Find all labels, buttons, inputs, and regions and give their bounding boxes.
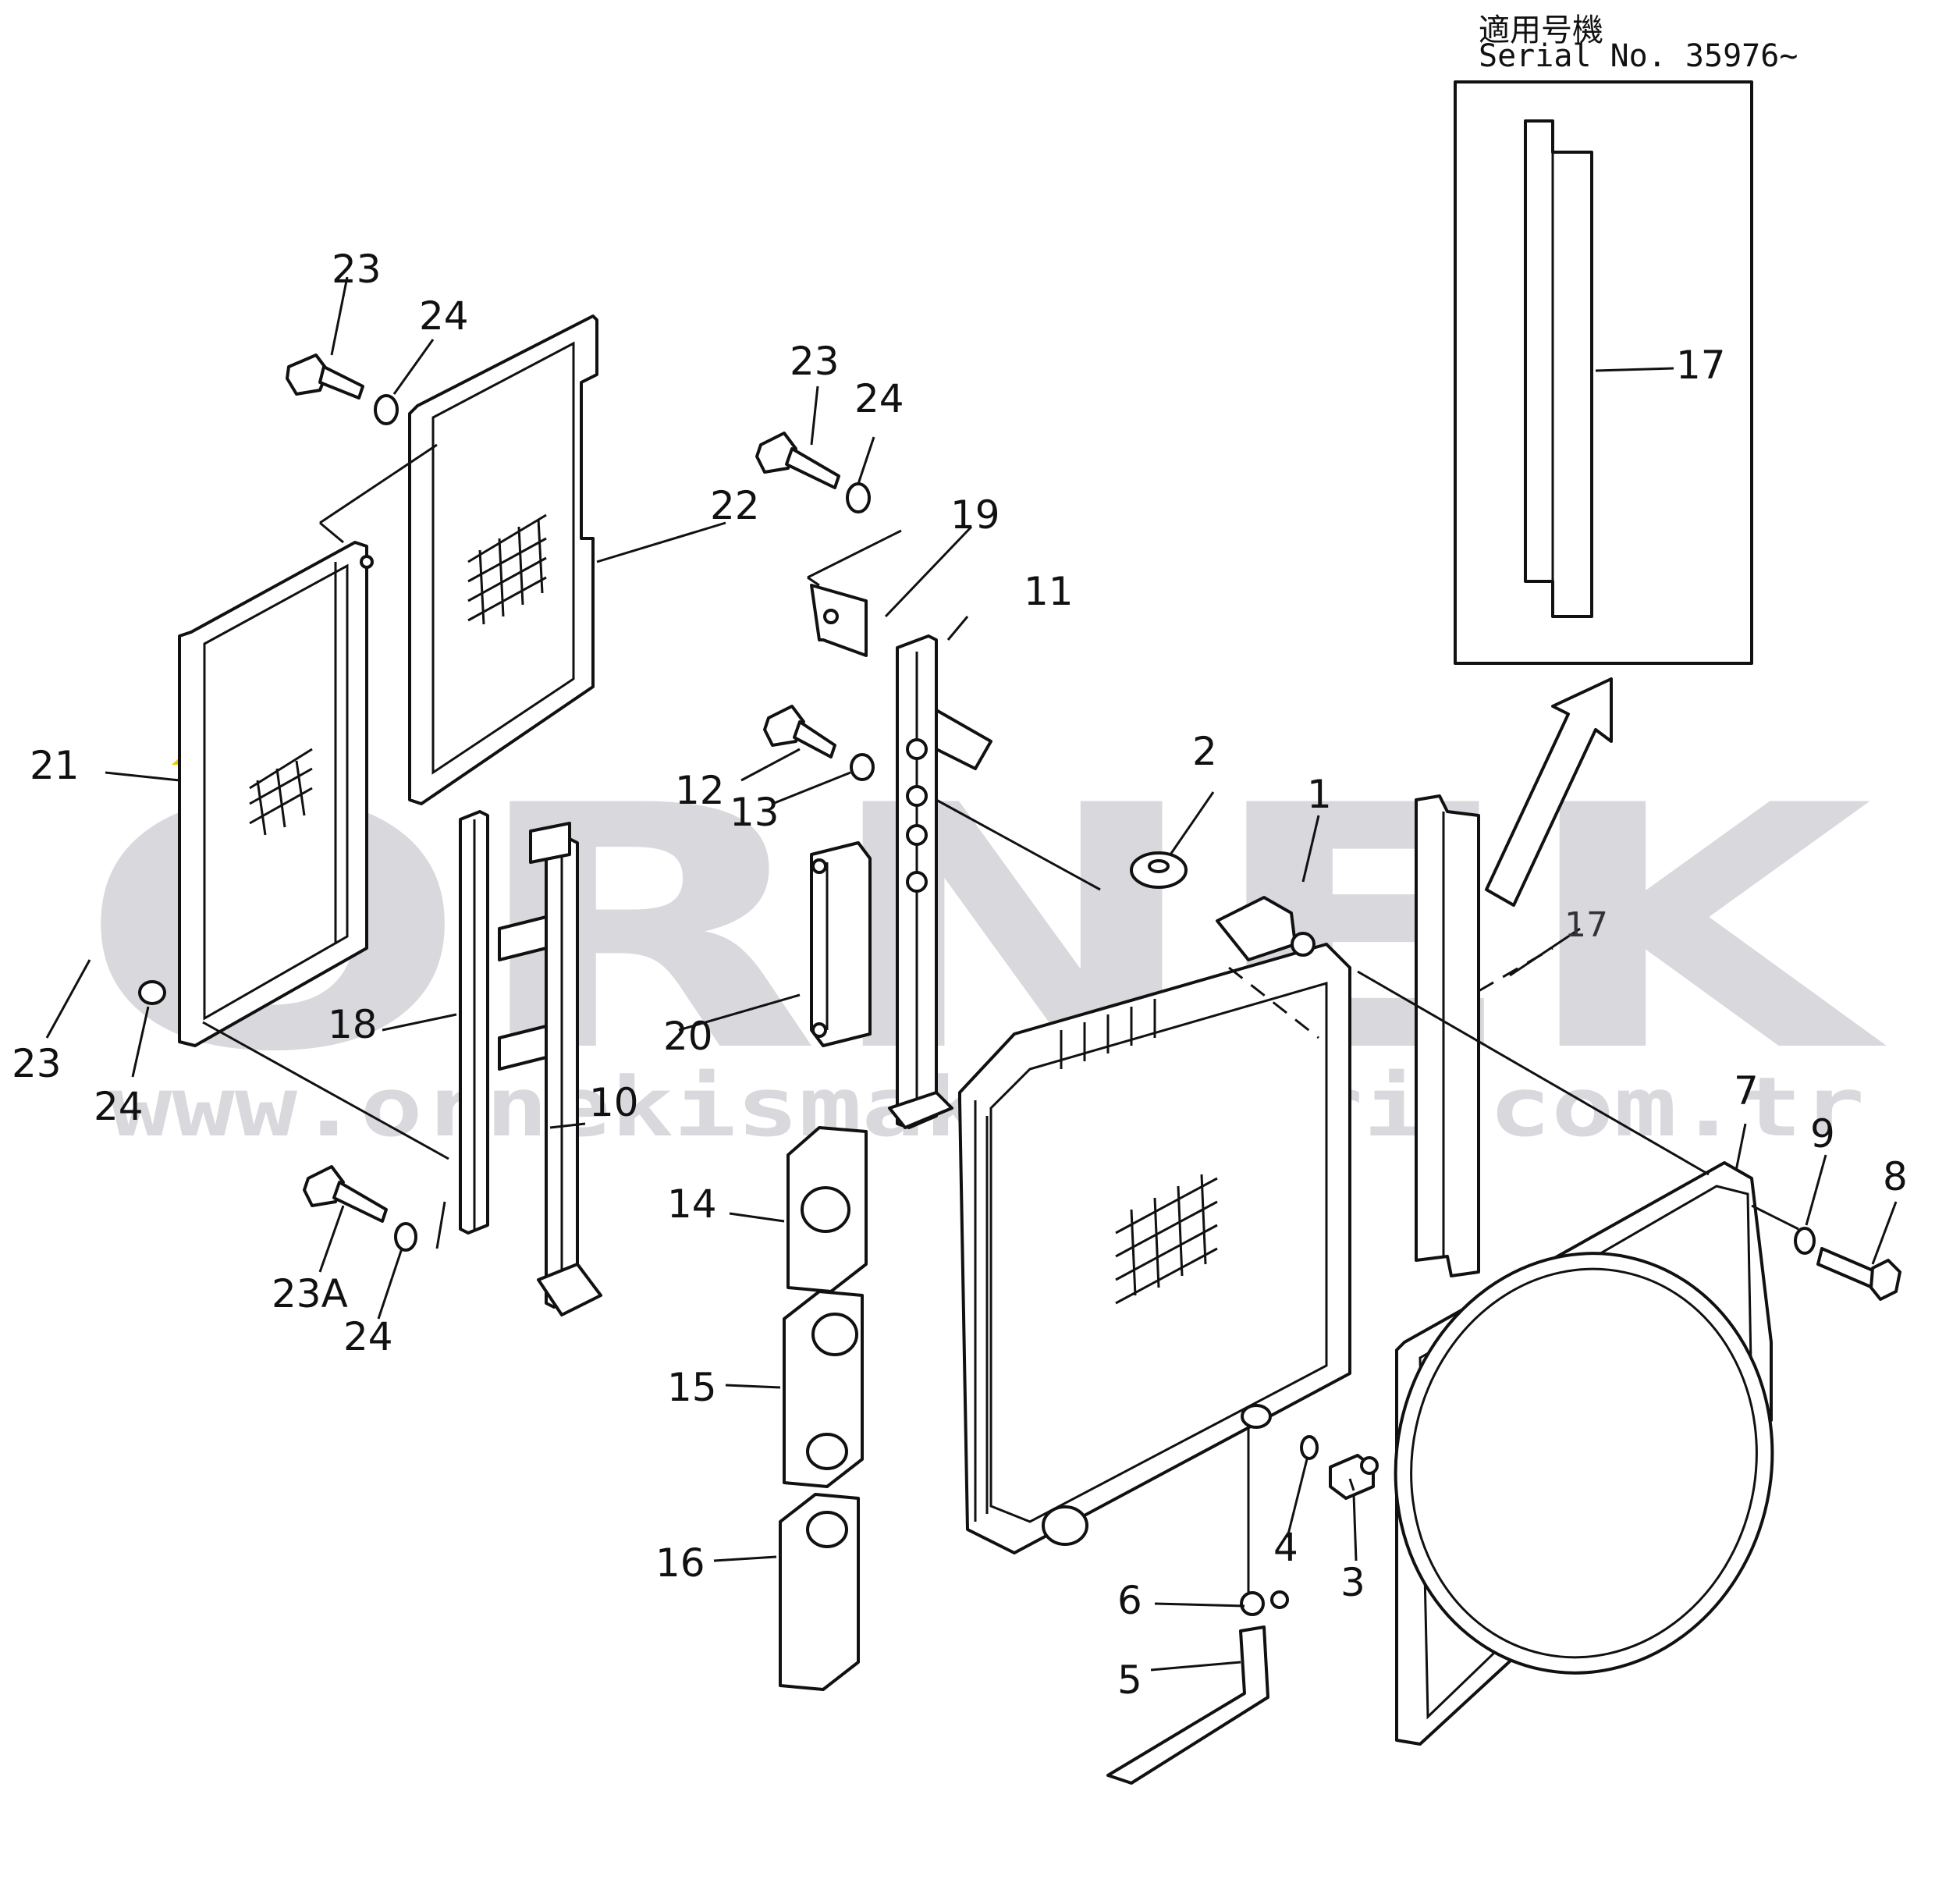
upright-10 xyxy=(498,822,602,1316)
callout-14: 14 xyxy=(667,1181,717,1227)
callout-6: 6 xyxy=(1117,1578,1142,1623)
callout-1: 1 xyxy=(1307,772,1332,817)
callout-8: 8 xyxy=(1883,1154,1908,1199)
callout-23-left: 23 xyxy=(12,1041,62,1086)
callout-24-top: 24 xyxy=(419,293,469,339)
washer-4 xyxy=(1300,1435,1319,1460)
callout-2: 2 xyxy=(1192,729,1217,774)
clamp-6 xyxy=(1240,1590,1289,1616)
callout-11: 11 xyxy=(1024,569,1074,614)
callout-4: 4 xyxy=(1273,1525,1298,1570)
callout-24-left: 24 xyxy=(94,1084,144,1129)
watermark: ÖRNEK www.ornekismakinalari.com.tr xyxy=(78,730,1890,1155)
callout-24-mid: 24 xyxy=(854,376,904,421)
inset-header-serial: Serial No. 35976~ xyxy=(1479,38,1798,74)
washer-24-top xyxy=(374,394,399,425)
callout-18: 18 xyxy=(328,1002,378,1047)
callout-labels: 1 2 3 4 5 6 7 8 9 10 11 12 13 14 15 16 1… xyxy=(12,247,1908,1703)
panel-22 xyxy=(319,314,598,805)
block-15 xyxy=(783,1290,864,1488)
callout-15: 15 xyxy=(667,1365,717,1410)
callout-21: 21 xyxy=(30,743,80,788)
callout-12: 12 xyxy=(675,768,725,813)
inset-part-17 xyxy=(1524,119,1593,618)
callout-17: 17 xyxy=(1564,905,1608,945)
fitting-1 xyxy=(1216,896,1316,961)
callout-19: 19 xyxy=(950,492,1000,538)
callout-3: 3 xyxy=(1340,1560,1365,1605)
arrow-to-inset xyxy=(1485,677,1613,907)
callout-20: 20 xyxy=(663,1014,713,1059)
watermark-brand: ÖRNEK xyxy=(78,731,1890,1125)
block-16 xyxy=(779,1493,860,1691)
bolt-12 xyxy=(763,705,836,759)
bolt-23A xyxy=(303,1165,388,1223)
washer-9 xyxy=(1794,1227,1816,1255)
block-14 xyxy=(786,1126,868,1293)
callout-10: 10 xyxy=(589,1080,639,1125)
radiator-cap-2 xyxy=(1130,851,1188,889)
leader-lines xyxy=(45,276,1898,1672)
callout-24-low: 24 xyxy=(343,1314,393,1359)
washer-13 xyxy=(850,753,875,781)
upright-11 xyxy=(888,634,992,1129)
callout-23A: 23A xyxy=(272,1271,348,1316)
radiator xyxy=(958,794,1480,1554)
callout-17-inset: 17 xyxy=(1676,343,1726,388)
inset-header-jp: 適用号機 xyxy=(1479,12,1603,48)
hose-5 xyxy=(1106,1625,1269,1785)
serial-inset: 適用号機 Serial No. 35976~ xyxy=(1454,12,1798,907)
bolt-8 xyxy=(1816,1247,1901,1301)
callout-23-mid: 23 xyxy=(790,339,840,384)
callout-13: 13 xyxy=(730,790,779,835)
callout-22: 22 xyxy=(710,483,760,528)
upright-18 xyxy=(459,810,489,1235)
callout-5: 5 xyxy=(1117,1657,1142,1703)
callout-7: 7 xyxy=(1734,1068,1759,1114)
bracket-20 xyxy=(810,841,872,1047)
callout-16: 16 xyxy=(655,1540,705,1586)
inset-frame xyxy=(1454,80,1753,665)
drain-valve xyxy=(1241,1404,1272,1592)
bolt-23-top xyxy=(286,354,364,400)
callout-9: 9 xyxy=(1810,1111,1835,1156)
drain-cock-3 xyxy=(1329,1454,1379,1500)
washer-24-mid xyxy=(846,482,871,513)
fan-shroud-7 xyxy=(1394,1161,1774,1746)
bolt-23-mid xyxy=(755,432,840,489)
panel-21 xyxy=(178,541,374,1047)
washer-24-left xyxy=(138,980,166,1005)
washer-24-low xyxy=(394,1222,417,1252)
callout-23-top: 23 xyxy=(332,247,382,292)
bracket-19 xyxy=(807,529,902,657)
